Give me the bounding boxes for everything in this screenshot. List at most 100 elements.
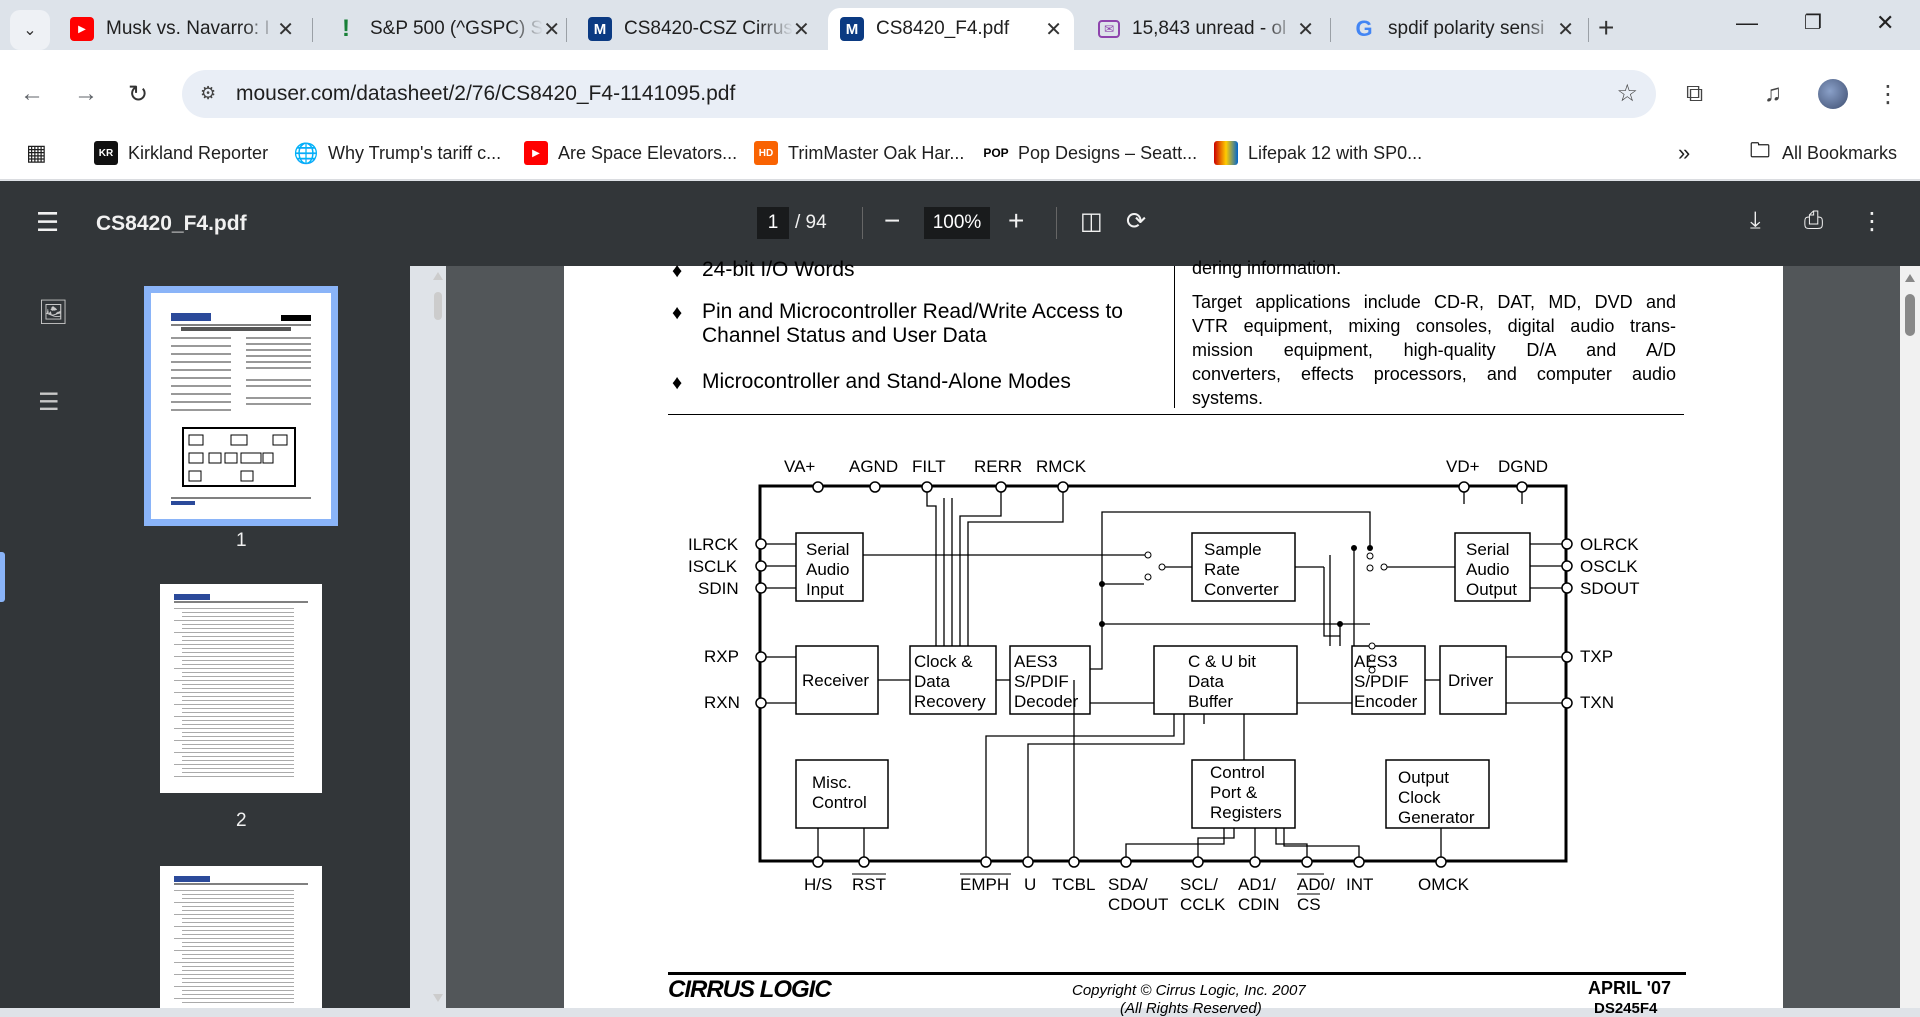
forward-arrow-icon[interactable]: → xyxy=(74,80,98,107)
label: Converter xyxy=(1204,580,1279,599)
browser-menu-icon[interactable]: ⋮ xyxy=(1876,81,1900,108)
bullet-glyph: ♦ xyxy=(672,372,683,394)
zoom-level-input[interactable]: 100% xyxy=(924,207,990,239)
block-receiver xyxy=(795,645,879,715)
tab-title: S&P 500 (^GSPC) S xyxy=(370,18,544,39)
zoom-in-icon[interactable]: + xyxy=(1008,205,1025,236)
close-icon[interactable]: ✕ xyxy=(1297,18,1314,41)
pin-tcbl: TCBL xyxy=(1052,875,1095,894)
youtube-icon: ▶ xyxy=(524,141,548,165)
tab-mail[interactable]: ✉ 15,843 unread - ol ✕ xyxy=(1086,8,1326,50)
close-icon[interactable]: ✕ xyxy=(792,18,810,41)
block-control xyxy=(1191,759,1296,829)
outline-icon[interactable]: ☰ xyxy=(38,389,60,416)
target-applications-paragraph: Target applications include CD-R, DAT, M… xyxy=(1192,290,1676,410)
apps-grid-icon[interactable]: ▦ xyxy=(26,140,47,165)
tab-search-chevron-icon[interactable]: ⌄ xyxy=(10,10,50,50)
thumbnail-page-3[interactable] xyxy=(160,866,322,1008)
section-rule xyxy=(668,414,1684,415)
minimize-icon[interactable]: — xyxy=(1736,10,1758,35)
document-scrollbar[interactable] xyxy=(1900,266,1920,1008)
window-close-icon[interactable]: ✕ xyxy=(1876,10,1895,35)
thumbnails-icon[interactable]: 🖼 xyxy=(38,299,69,326)
home-depot-icon: HD xyxy=(754,141,778,165)
pin-vd: VD+ xyxy=(1446,457,1480,476)
thumbnail-page-1[interactable] xyxy=(144,286,338,526)
pdf-toolbar: ☰ CS8420_F4.pdf 1 / 94 − 100% + ◫ ⟳ ⤓ ⎙ … xyxy=(0,181,1920,266)
label: Audio xyxy=(1466,560,1509,579)
bookmark-label: Lifepak 12 with SP0... xyxy=(1248,142,1423,163)
bullet-glyph: ♦ xyxy=(672,260,683,282)
zoom-out-icon[interactable]: − xyxy=(884,205,901,236)
mouser-icon: M xyxy=(840,17,864,41)
tab-title: CS8420_F4.pdf xyxy=(876,18,1010,39)
site-settings-icon[interactable]: ⚙ xyxy=(200,83,217,103)
thumbnail-2-preview xyxy=(174,594,308,777)
tab-musk-navarro[interactable]: ▶ Musk vs. Navarro: I ✕ xyxy=(58,8,306,50)
more-bookmarks-chevron-icon[interactable]: » xyxy=(1678,140,1691,165)
thumbnail-3-preview xyxy=(174,876,308,1003)
pin-rxp: RXP xyxy=(704,647,739,666)
tab-separator xyxy=(1330,18,1331,42)
address-bar[interactable]: ⚙ mouser.com/datasheet/2/76/CS8420_F4-11… xyxy=(182,70,1656,118)
label: Recovery xyxy=(914,692,986,711)
pin-txn: TXN xyxy=(1580,693,1614,712)
pin-omck: OMCK xyxy=(1418,875,1470,894)
tab-spdif-search[interactable]: G spdif polarity sensi ✕ xyxy=(1340,8,1586,50)
close-icon[interactable]: ✕ xyxy=(1045,18,1062,41)
copyright-text: Copyright © Cirrus Logic, Inc. 2007 xyxy=(1072,982,1306,999)
label: Serial xyxy=(806,540,849,559)
back-arrow-icon[interactable]: ← xyxy=(20,80,44,107)
block-diagram: VA+ AGND FILT RERR RMCK VD+ DGND ILRCK I… xyxy=(688,457,1640,914)
bookmark-lifepak[interactable]: Lifepak 12 with SP0... xyxy=(1214,138,1422,168)
tab-cs8420-pdf[interactable]: M CS8420_F4.pdf ✕ xyxy=(828,8,1074,50)
extensions-puzzle-icon[interactable]: ⧉ xyxy=(1686,80,1704,107)
page-number-input[interactable]: 1 xyxy=(757,207,789,239)
profile-avatar[interactable] xyxy=(1818,79,1848,109)
globe-icon: 🌐 xyxy=(293,142,319,165)
bookmark-space-elevators[interactable]: ▶ Are Space Elevators... xyxy=(524,138,737,168)
close-icon[interactable]: ✕ xyxy=(277,18,294,41)
thumbnail-page-2[interactable] xyxy=(160,584,322,793)
pin-txp: TXP xyxy=(1580,647,1613,666)
label: Audio xyxy=(806,560,849,579)
pin-va: VA+ xyxy=(784,457,815,476)
footer-rule xyxy=(668,972,1686,975)
bookmark-pop-designs[interactable]: POP Pop Designs – Seatt... xyxy=(983,138,1197,168)
media-control-icon[interactable]: ♫ xyxy=(1764,80,1782,107)
rotate-icon[interactable]: ⟳ xyxy=(1126,208,1147,235)
bookmark-trimmaster[interactable]: HD TrimMaster Oak Har... xyxy=(754,138,964,168)
fit-page-icon[interactable]: ◫ xyxy=(1080,208,1103,235)
label: Encoder xyxy=(1354,692,1418,711)
all-bookmarks-folder[interactable]: 🗀 All Bookmarks xyxy=(1748,138,1897,168)
pin-cs: CS xyxy=(1297,895,1321,914)
document-number: DS245F4 xyxy=(1594,1000,1658,1017)
restore-icon[interactable]: ❐ xyxy=(1804,12,1822,34)
more-options-icon[interactable]: ⋮ xyxy=(1860,208,1884,235)
close-icon[interactable]: ✕ xyxy=(543,18,561,41)
bookmark-star-icon[interactable]: ☆ xyxy=(1616,80,1638,107)
close-icon[interactable]: ✕ xyxy=(1557,18,1574,41)
label: Receiver xyxy=(802,671,869,690)
tab-sp500[interactable]: ! S&P 500 (^GSPC) S ✕ xyxy=(322,8,562,50)
block-cu xyxy=(1153,645,1298,715)
pin-emph: EMPH xyxy=(960,875,1009,894)
tab-cs8420-csz[interactable]: M CS8420-CSZ Cirrus ✕ xyxy=(576,8,816,50)
reload-icon[interactable]: ↻ xyxy=(128,81,149,108)
bookmark-trump-tariff[interactable]: 🌐 Why Trump's tariff c... xyxy=(293,138,502,168)
new-tab-plus-icon[interactable]: + xyxy=(1598,12,1615,43)
tab-title: Musk vs. Navarro: I xyxy=(106,18,270,39)
label: Generator xyxy=(1398,808,1475,827)
print-icon[interactable]: ⎙ xyxy=(1804,207,1824,234)
sidebar-scrollbar[interactable] xyxy=(430,266,446,1008)
bookmark-kirkland-reporter[interactable]: KR Kirkland Reporter xyxy=(94,138,268,168)
label: Port & xyxy=(1210,783,1258,802)
hamburger-menu-icon[interactable]: ☰ xyxy=(36,207,60,237)
download-icon[interactable]: ⤓ xyxy=(1750,207,1761,234)
label: Sample xyxy=(1204,540,1262,559)
youtube-icon: ▶ xyxy=(70,17,94,41)
pin-osclk: OSCLK xyxy=(1580,557,1638,576)
pin-ad1: AD1/ xyxy=(1238,875,1276,894)
cirrus-logic-logo: CIRRUS LOGIC xyxy=(668,976,832,1003)
block-clock xyxy=(909,645,997,715)
